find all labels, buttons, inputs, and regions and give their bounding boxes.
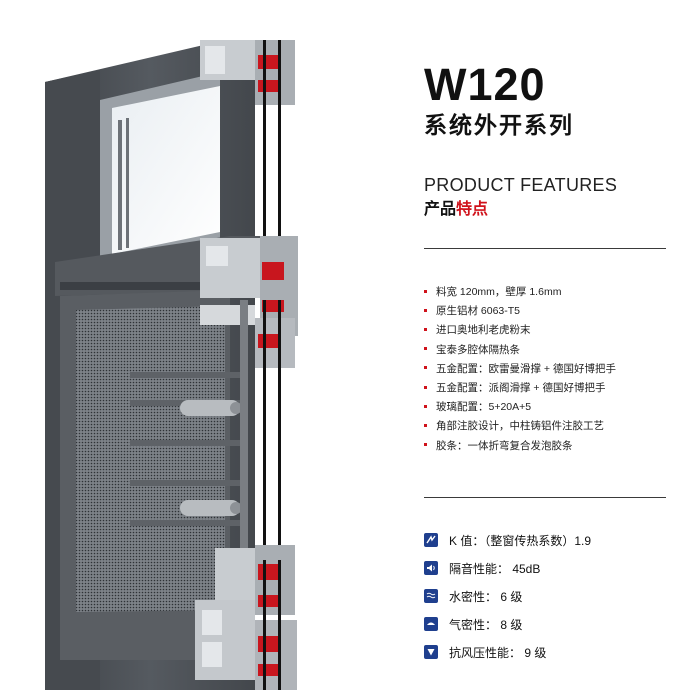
bullet-icon [424, 404, 427, 408]
product-series: 系统外开系列 [424, 112, 574, 138]
feature-text: 宝泰多腔体隔热条 [436, 343, 520, 356]
spec-item-thermal: K 值：（整窗传热系数）1.9 [424, 526, 591, 554]
bullet-icon [424, 289, 427, 293]
feature-text: 五金配置：派阁滑撑 + 德国好博把手 [436, 381, 606, 394]
features-heading-part2: 特点 [456, 201, 489, 218]
feature-text: 五金配置：欧雷曼滑撑 + 德国好博把手 [436, 362, 616, 375]
features-heading-english: PRODUCT FEATURES [424, 175, 618, 195]
spec-text: 抗风压性能： 9 级 [449, 645, 547, 660]
air-icon [424, 617, 438, 631]
feature-text: 角部注胶设计，中柱铸铝件注胶工艺 [436, 420, 604, 433]
feature-item: 角部注胶设计，中柱铸铝件注胶工艺 [424, 417, 616, 436]
feature-item: 原生铝材 6063-T5 [424, 302, 616, 321]
feature-item: 玻璃配置：5+20A+5 [424, 398, 616, 417]
feature-text: 玻璃配置：5+20A+5 [436, 401, 532, 414]
feature-text: 胶条：一体折弯复合发泡胶条 [436, 439, 573, 452]
features-heading-chinese: 产品特点 [424, 202, 488, 218]
spec-text: 气密性： 8 级 [449, 617, 523, 632]
feature-item: 料宽 120mm，壁厚 1.6mm [424, 283, 616, 302]
feature-item: 五金配置：欧雷曼滑撑 + 德国好博把手 [424, 360, 616, 379]
bullet-icon [424, 443, 427, 447]
water-icon [424, 589, 438, 603]
bullet-icon [424, 347, 427, 351]
spec-text: K 值：（整窗传热系数）1.9 [449, 533, 592, 548]
divider-bottom [424, 497, 666, 498]
spec-list: K 值：（整窗传热系数）1.9 隔音性能： 45dB 水密性： 6 级 气密性：… [424, 526, 591, 666]
feature-item: 胶条：一体折弯复合发泡胶条 [424, 437, 616, 456]
spec-item-sound: 隔音性能： 45dB [424, 554, 591, 582]
product-model: W120 [424, 59, 546, 110]
wind-icon [424, 645, 438, 659]
bullet-icon [424, 308, 427, 312]
divider-top [424, 248, 666, 249]
spec-text: 水密性： 6 级 [449, 589, 523, 604]
feature-text: 料宽 120mm，壁厚 1.6mm [436, 286, 562, 298]
window-product-image [45, 40, 298, 690]
sound-icon [424, 561, 438, 575]
spec-item-air: 气密性： 8 级 [424, 610, 591, 638]
spec-item-wind: 抗风压性能： 9 级 [424, 638, 591, 666]
feature-item: 进口奥地利老虎粉末 [424, 321, 616, 340]
feature-item: 宝泰多腔体隔热条 [424, 341, 616, 360]
spec-item-water: 水密性： 6 级 [424, 582, 591, 610]
features-heading-part1: 产品 [424, 201, 457, 218]
bullet-icon [424, 424, 427, 428]
feature-list: 料宽 120mm，壁厚 1.6mm 原生铝材 6063-T5 进口奥地利老虎粉末… [424, 283, 616, 456]
bullet-icon [424, 366, 427, 370]
feature-text: 原生铝材 6063-T5 [436, 305, 521, 318]
feature-item: 五金配置：派阁滑撑 + 德国好博把手 [424, 379, 616, 398]
thermal-icon [424, 533, 438, 547]
spec-text: 隔音性能： 45dB [449, 561, 541, 576]
bullet-icon [424, 328, 427, 332]
feature-text: 进口奥地利老虎粉末 [436, 324, 531, 337]
bullet-icon [424, 385, 427, 389]
